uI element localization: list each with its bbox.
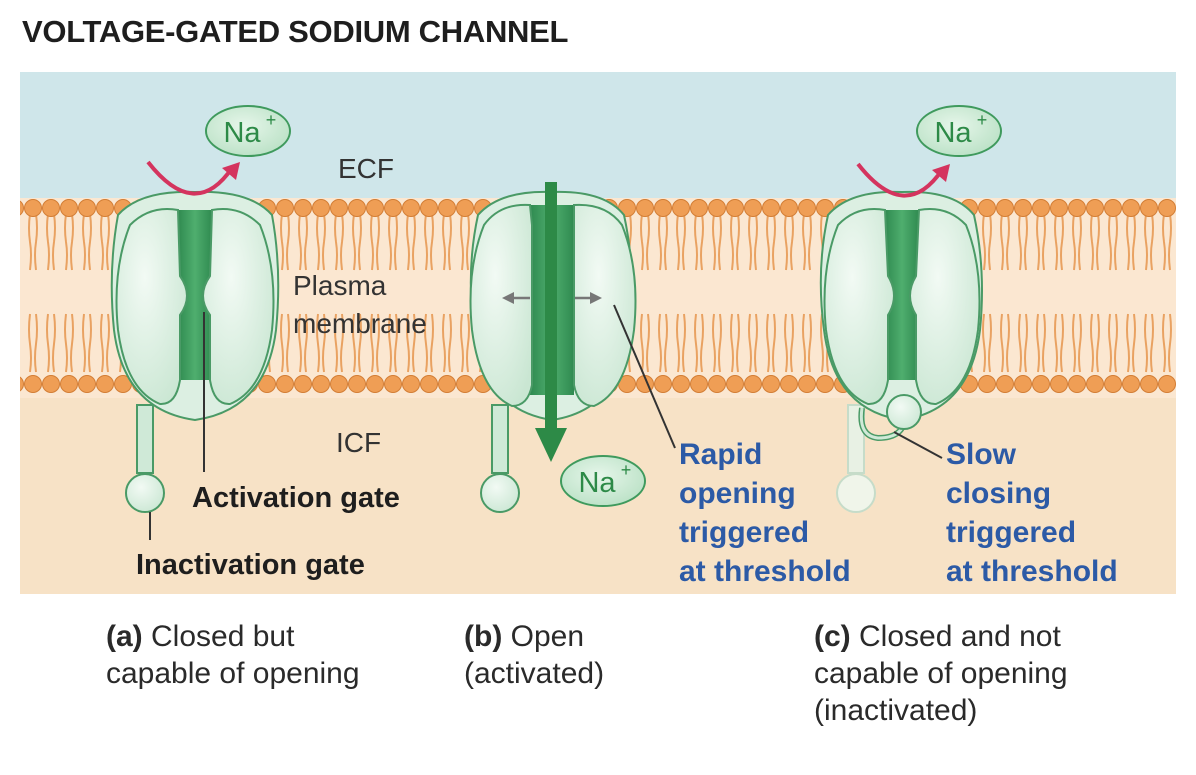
membrane-label-line2: membrane — [293, 308, 427, 339]
caption-c-line1: Closed and not — [859, 620, 1061, 653]
inactivation-gate-ball-c — [886, 394, 922, 430]
caption-c-line3: (inactivated) — [814, 694, 978, 727]
inactivation-gate-ball-b — [480, 473, 520, 513]
svg-text:+: + — [621, 460, 632, 480]
caption-a-letter: (a) — [106, 620, 143, 653]
caption-c: (c) Closed and not capable of opening (i… — [814, 618, 1068, 729]
svg-text:closing: closing — [946, 477, 1051, 510]
activation-gate-label: Activation gate — [192, 482, 400, 514]
rotation-arrow-a — [146, 160, 234, 196]
caption-b: (b) Open (activated) — [464, 618, 604, 692]
svg-text:+: + — [266, 110, 277, 130]
sodium-ion-a: Na + — [205, 105, 291, 157]
caption-c-letter: (c) — [814, 620, 851, 653]
svg-text:Rapid: Rapid — [679, 438, 762, 471]
svg-text:Na: Na — [934, 117, 972, 149]
channel-b — [469, 182, 676, 513]
rotation-arrow-c — [856, 162, 944, 198]
svg-text:triggered: triggered — [679, 516, 809, 549]
inactivation-gate-label: Inactivation gate — [136, 549, 365, 581]
svg-text:Na: Na — [578, 467, 616, 499]
membrane-label-line1: Plasma — [293, 270, 387, 301]
channel-c — [819, 190, 983, 513]
channel-a — [110, 190, 280, 540]
svg-text:+: + — [977, 110, 988, 130]
sodium-influx-arrow — [545, 182, 557, 432]
sodium-ion-b: Na + — [560, 455, 646, 507]
svg-text:Slow: Slow — [946, 438, 1017, 471]
caption-c-line2: capable of opening — [814, 657, 1068, 690]
caption-a-line2: capable of opening — [106, 657, 360, 690]
svg-text:at threshold: at threshold — [679, 555, 851, 588]
caption-b-line1: Open — [510, 620, 585, 653]
svg-text:Na: Na — [223, 117, 261, 149]
icf-label: ICF — [336, 427, 381, 458]
svg-text:opening: opening — [679, 477, 796, 510]
ecf-region — [20, 72, 1176, 207]
svg-text:at threshold: at threshold — [946, 555, 1118, 588]
page-title: VOLTAGE-GATED SODIUM CHANNEL — [22, 14, 569, 49]
rapid-opening-label: Rapid opening triggered at threshold — [679, 438, 851, 588]
inactivation-gate-ball-a — [125, 473, 165, 513]
slow-closing-label: Slow closing triggered at threshold — [946, 438, 1118, 588]
sodium-ion-c: Na + — [916, 105, 1002, 157]
caption-b-letter: (b) — [464, 620, 503, 653]
svg-text:triggered: triggered — [946, 516, 1076, 549]
caption-a-line1: Closed but — [151, 620, 295, 653]
caption-a: (a) Closed but capable of opening — [106, 618, 360, 692]
ecf-label: ECF — [338, 153, 394, 184]
caption-b-line2: (activated) — [464, 657, 605, 690]
